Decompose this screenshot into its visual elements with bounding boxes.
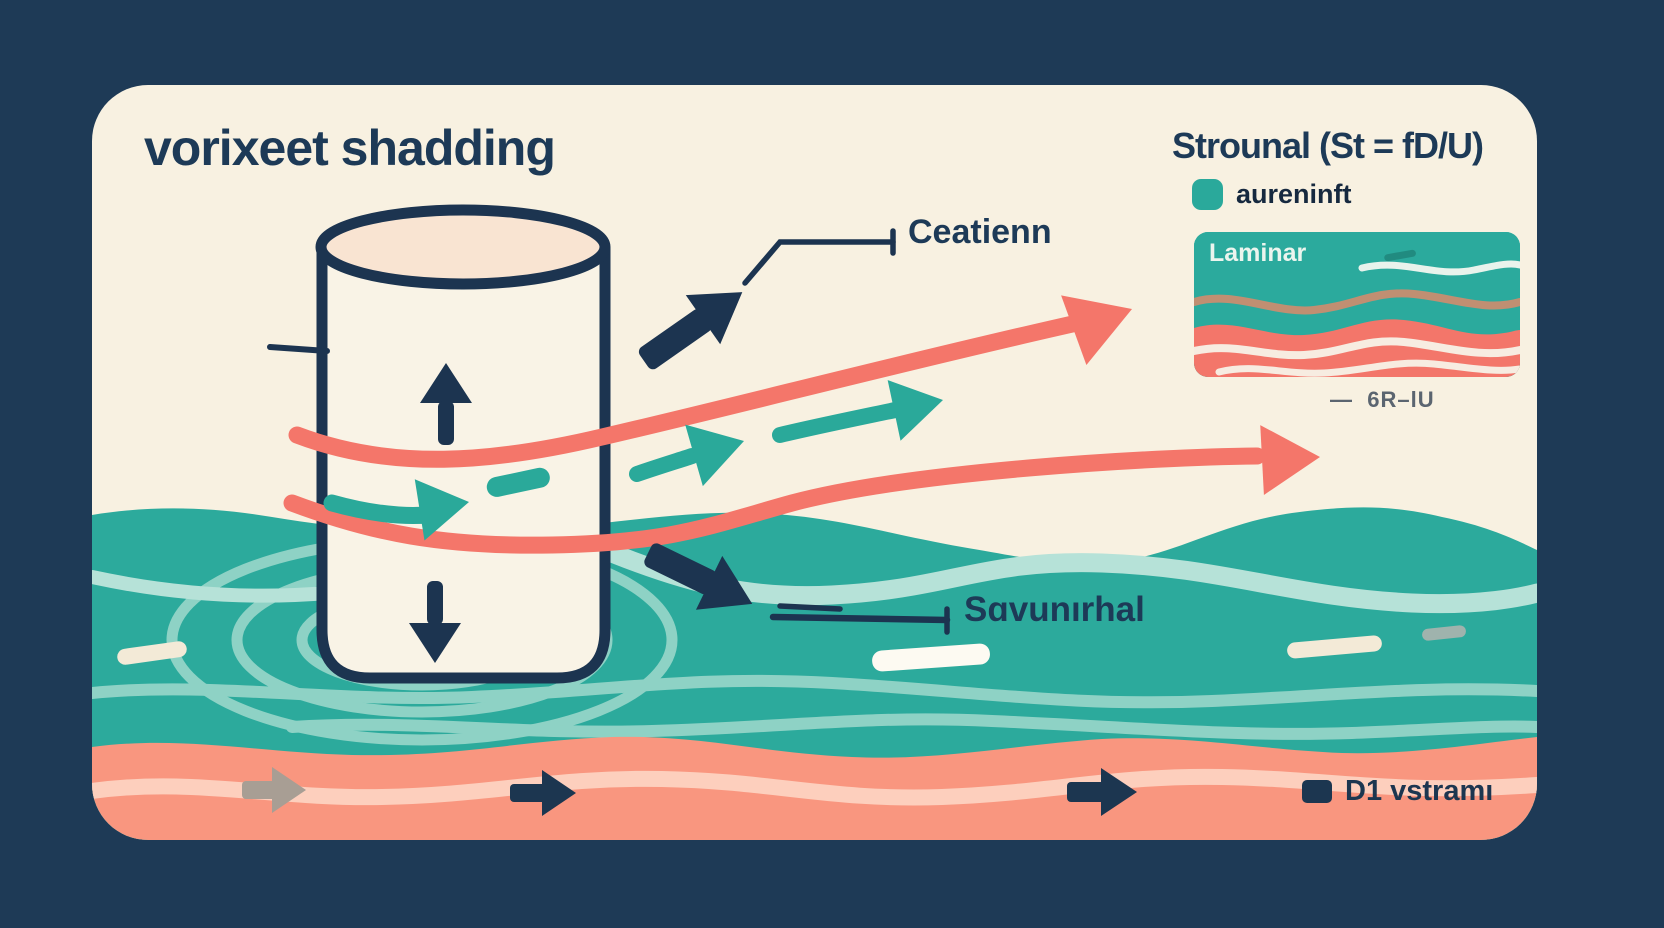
legend-bottom-label: D1 vstramı: [1345, 775, 1494, 807]
inset-white-wave: [1194, 337, 1520, 360]
streak-wave: [92, 570, 334, 603]
label-ceatienn: Ceatienn: [908, 213, 1052, 251]
page-title: vorixeet shadding: [144, 120, 556, 176]
legend-top: aureninft: [1192, 179, 1352, 210]
teal-swatch-icon: [1192, 179, 1223, 210]
coral-flow-arrow-upper: [288, 295, 1132, 468]
band-arrow-navy-icon: [510, 770, 576, 816]
foam-dash: [117, 641, 187, 665]
streak-wave: [92, 674, 1537, 709]
strouhal-title: Strounal (St = fD/U): [1172, 125, 1484, 166]
laminar-label: Laminar: [1209, 239, 1307, 267]
leader-line-upper: [742, 228, 896, 286]
cylinder-tick: [267, 344, 330, 354]
foam-dash: [872, 643, 990, 672]
teal-dashed-flow-arrow: [323, 380, 943, 541]
inset-white-wave: [1358, 260, 1520, 276]
inset-caption: — 6R–lU: [1330, 387, 1435, 412]
foam-dash: [1422, 625, 1466, 641]
up-arrow-icon: [420, 363, 472, 445]
streak-wave: [602, 543, 1537, 614]
pink-wave: [92, 768, 1537, 806]
legend-top-label: aureninft: [1236, 179, 1352, 209]
water-streaks: [92, 543, 1537, 740]
legend-bottom: D1 vstramı: [1302, 775, 1493, 808]
label-savunirhal: Sɑvunırhal: [964, 590, 1145, 629]
band-arrow-navy-icon: [1067, 768, 1137, 816]
flow-diagram-artwork: [92, 204, 1537, 840]
band-arrow-gray-icon: [242, 767, 306, 813]
inset-dark-dash: [1384, 249, 1416, 262]
cylinder-top: [315, 204, 611, 290]
leader-line-lower: [769, 603, 951, 635]
laminar-inset-panel: Laminar: [1194, 232, 1520, 377]
streak-wave: [286, 713, 1537, 740]
diagram-card: vorixeet shadding Strounal (St = fD/U) a…: [92, 85, 1537, 840]
navy-swatch-icon: [1302, 780, 1332, 803]
ne-arrow-icon: [638, 292, 743, 370]
laminar-inset-waves: [1194, 232, 1520, 377]
foam-dash: [1287, 635, 1382, 659]
inset-white-wave: [1215, 359, 1520, 377]
down-arrow-icon: [409, 581, 461, 663]
coral-flow-arrow-lower: [283, 425, 1320, 554]
inset-tan-wave: [1194, 289, 1520, 315]
se-arrow-icon: [644, 543, 753, 610]
foam-dashes: [117, 625, 1466, 672]
